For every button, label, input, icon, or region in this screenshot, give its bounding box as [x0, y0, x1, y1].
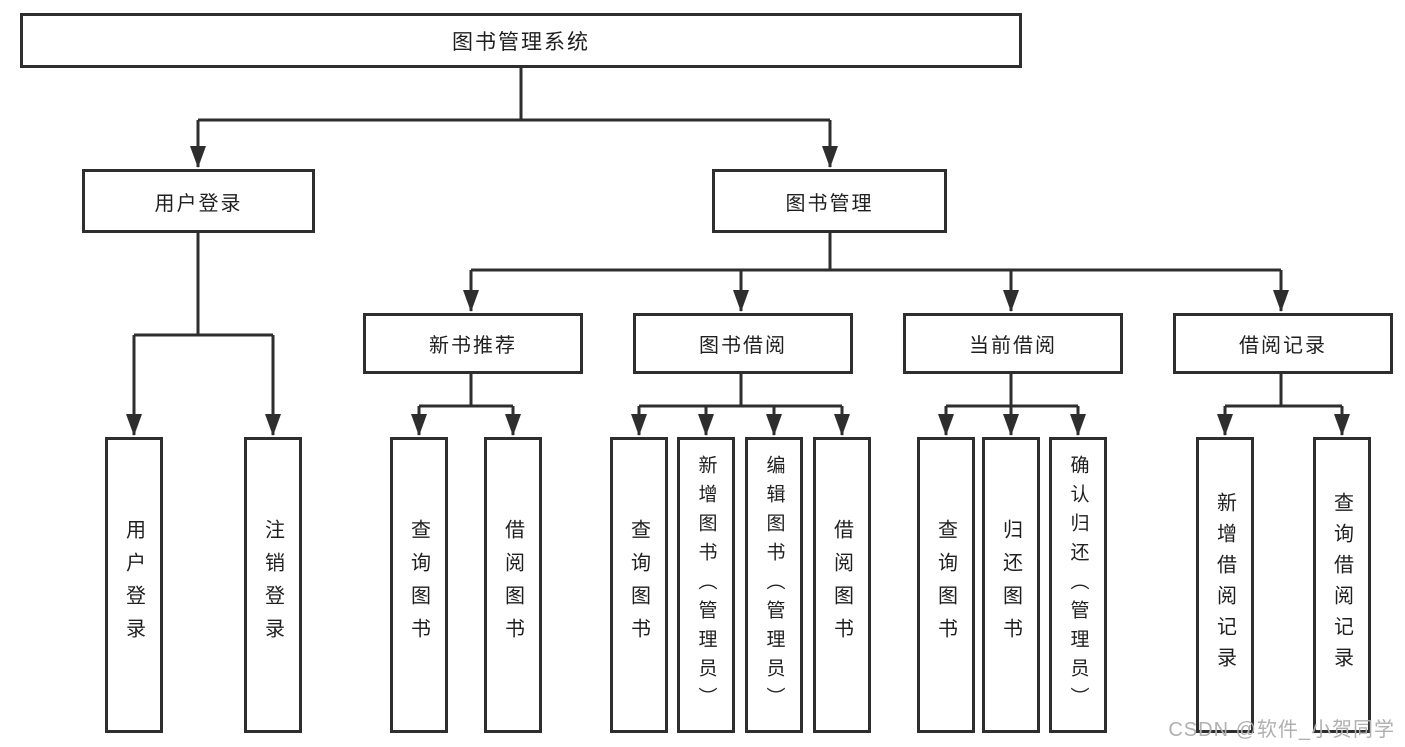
leaf-user-login: 用户登录 — [105, 437, 163, 733]
leaf-borrow-books: 借阅图书 — [813, 437, 871, 733]
node-book-borrow: 图书借阅 — [633, 313, 853, 374]
leaf-logout: 注销登录 — [244, 437, 302, 733]
leaf-query-books-borrow: 查询图书 — [610, 437, 668, 733]
leaf-query-books-recommend: 查询图书 — [390, 437, 448, 733]
node-borrow-records: 借阅记录 — [1173, 313, 1393, 374]
leaf-return-books: 归还图书 — [982, 437, 1040, 733]
leaf-confirm-return-admin: 确认归还（管理员） — [1049, 437, 1107, 733]
leaf-edit-books-admin: 编辑图书（管理员） — [745, 437, 803, 733]
node-new-book-recommend: 新书推荐 — [363, 313, 583, 374]
node-root: 图书管理系统 — [20, 13, 1022, 68]
connector-group — [126, 68, 1350, 436]
leaf-add-borrow-record: 新增借阅记录 — [1196, 437, 1254, 733]
node-book-management: 图书管理 — [712, 169, 947, 233]
node-user-login: 用户登录 — [82, 169, 315, 233]
csdn-watermark: CSDN @软件_小贺同学 — [1168, 719, 1395, 741]
leaf-add-books-admin: 新增图书（管理员） — [677, 437, 735, 733]
leaf-query-borrow-record: 查询借阅记录 — [1313, 437, 1371, 733]
leaf-query-books-current: 查询图书 — [917, 437, 975, 733]
node-current-borrow: 当前借阅 — [903, 313, 1123, 374]
leaf-borrow-books-recommend: 借阅图书 — [484, 437, 542, 733]
